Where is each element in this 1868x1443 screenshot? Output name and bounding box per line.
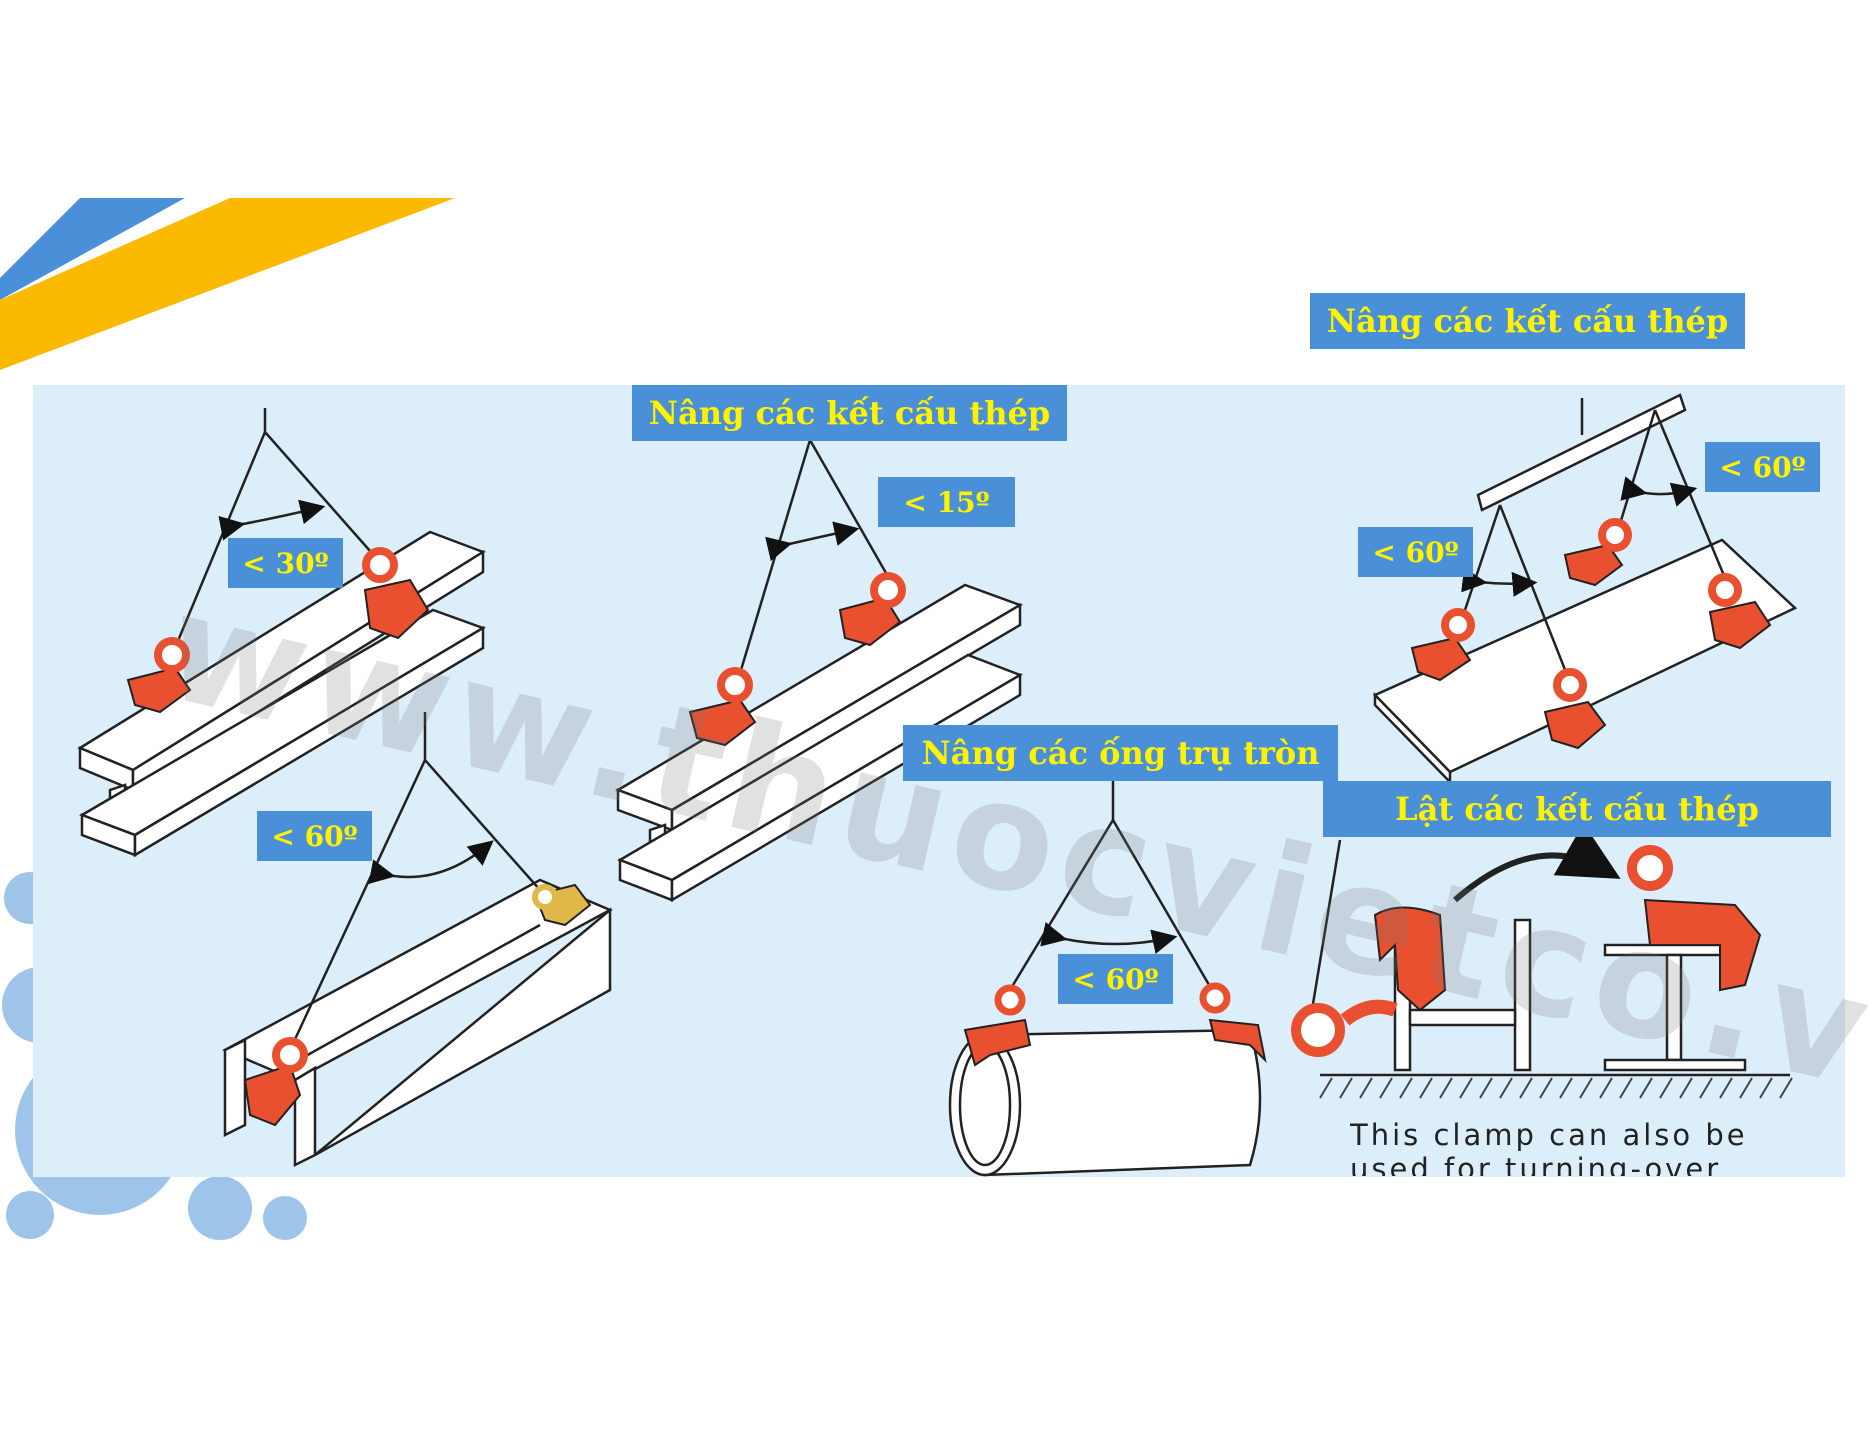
angle-label-15: < 15º bbox=[878, 477, 1015, 527]
title-pipe: Nâng các ống trụ tròn bbox=[903, 725, 1338, 781]
angle-label-60-beam: < 60º bbox=[257, 811, 372, 861]
title-center: Nâng các kết cấu thép bbox=[632, 385, 1067, 441]
dot-decoration bbox=[263, 1196, 307, 1240]
turning-note: This clamp can also be used for turning-… bbox=[1350, 1118, 1748, 1176]
scene-plate bbox=[1372, 393, 1798, 786]
clamp-icon bbox=[1410, 518, 1772, 750]
banner-yellow-stripe bbox=[0, 198, 455, 370]
clamp-icon bbox=[126, 547, 430, 714]
dot-decoration bbox=[6, 1191, 54, 1239]
title-top-right: Nâng các kết cấu thép bbox=[1310, 293, 1745, 349]
hatch-ground bbox=[1319, 1077, 1793, 1099]
clamp-icon bbox=[688, 572, 906, 747]
dot-decoration bbox=[188, 1176, 252, 1240]
title-turning: Lật các kết cấu thép bbox=[1323, 781, 1831, 837]
angle-label-60-pipe: < 60º bbox=[1058, 954, 1173, 1004]
banner-blue-stripe bbox=[0, 198, 185, 300]
angle-label-60-plate-left: < 60º bbox=[1358, 527, 1473, 577]
clamp-icon bbox=[963, 982, 1267, 1067]
angle-label-60-plate-right: < 60º bbox=[1705, 442, 1820, 492]
clamp-icon bbox=[1291, 845, 1762, 1057]
scene-ibeam-60 bbox=[222, 712, 613, 1168]
clamp-icon bbox=[243, 883, 592, 1127]
angle-label-30: < 30º bbox=[228, 538, 343, 588]
